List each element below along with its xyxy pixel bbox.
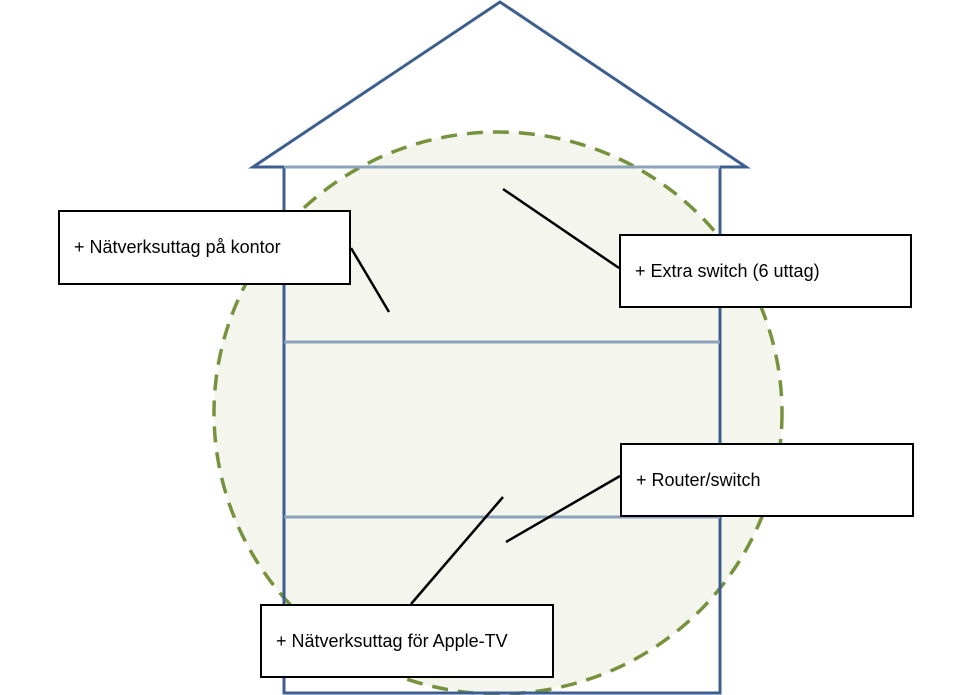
callout-label: + Nätverksuttag för Apple-TV xyxy=(276,630,508,651)
house-walls xyxy=(282,167,722,695)
callout-label: + Router/switch xyxy=(636,469,761,490)
leader-line-extra-switch xyxy=(502,187,620,270)
callout-extra-switch: + Extra switch (6 uttag) xyxy=(619,234,912,308)
callout-network-outlet-apple-tv: + Nätverksuttag för Apple-TV xyxy=(260,604,554,678)
leader-line-apple-tv xyxy=(410,496,504,605)
leader-line-router xyxy=(505,474,621,544)
callout-router-switch: + Router/switch xyxy=(620,443,914,517)
callout-label: + Nätverksuttag på kontor xyxy=(74,237,281,257)
callout-label: + Extra switch (6 uttag) xyxy=(635,260,820,281)
callout-network-outlet-office: + Nätverksuttag på kontor xyxy=(58,210,351,285)
leader-line-kontor xyxy=(349,247,391,313)
